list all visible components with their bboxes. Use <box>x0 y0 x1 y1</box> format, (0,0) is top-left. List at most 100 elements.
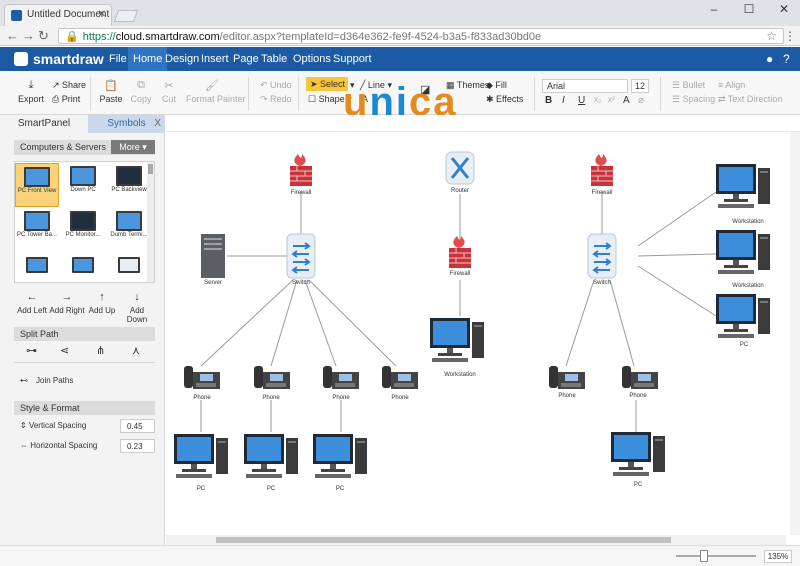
symbol-pc-tower-base[interactable]: PC Tower Ba... <box>15 208 59 252</box>
font-size-input[interactable]: 12 <box>631 79 649 93</box>
join-paths-button[interactable]: ⊷Join Paths <box>20 376 73 385</box>
print-button[interactable]: ⎙ Print <box>52 94 80 105</box>
underline-button[interactable]: U <box>578 95 586 106</box>
subscript-icon[interactable]: x₂ <box>594 95 602 104</box>
add-right-button[interactable]: →Add Right <box>49 291 85 315</box>
vertical-spacing-input[interactable]: 0.45 <box>120 419 155 433</box>
horizontal-scrollbar[interactable] <box>166 535 786 545</box>
phone-4[interactable] <box>382 366 418 389</box>
edit-shape-icon[interactable]: ◪ <box>420 84 431 96</box>
cut-button[interactable]: ✂Cut <box>156 79 182 104</box>
copy-button[interactable]: ⧉Copy <box>128 79 154 104</box>
phone-1[interactable] <box>184 366 220 389</box>
effects-button[interactable]: ✱ Effects <box>486 94 523 105</box>
italic-button[interactable]: I <box>562 95 565 106</box>
split-path-branch-icon[interactable]: ⋖ <box>60 345 70 357</box>
menu-page[interactable]: Page <box>233 53 259 65</box>
symbol-laptop[interactable] <box>15 254 59 282</box>
split-path-tree-icon[interactable]: ⋔ <box>96 345 106 357</box>
split-path-left-icon[interactable]: ⊶ <box>26 345 37 357</box>
shape-button[interactable]: ☐ Shape ▾ <box>308 94 352 104</box>
pc-bottom-4[interactable] <box>611 432 665 476</box>
menu-table[interactable]: Table <box>261 53 288 65</box>
browser-menu-icon[interactable]: ⋮ <box>784 29 796 43</box>
text-direction-button[interactable]: ⇄ Text Direction <box>718 94 782 105</box>
phone-2[interactable] <box>254 366 290 389</box>
zoom-level[interactable]: 135% <box>764 550 792 563</box>
bold-button[interactable]: B <box>545 95 553 106</box>
superscript-icon[interactable]: x² <box>608 95 615 104</box>
line-button[interactable]: ╱ Line ▾ <box>360 80 392 90</box>
menu-support[interactable]: Support <box>333 53 372 65</box>
paste-button[interactable]: 📋Paste <box>98 79 124 104</box>
window-close-icon[interactable]: ✕ <box>778 2 790 16</box>
new-tab-button[interactable] <box>113 10 139 22</box>
bullet-button[interactable]: ☰ Bullet <box>672 80 705 91</box>
workstation-center[interactable] <box>430 318 484 362</box>
split-path-down-icon[interactable]: ⋏ <box>132 345 141 357</box>
symbol-pc-flat[interactable] <box>61 254 105 282</box>
router[interactable] <box>445 151 475 185</box>
spacing-button[interactable]: ☰ Spacing <box>672 94 715 105</box>
pc-bottom-2[interactable] <box>244 434 298 478</box>
reload-icon[interactable]: ↻ <box>38 28 49 43</box>
browser-tab[interactable]: Untitled Document — Sm ✕ <box>4 4 112 26</box>
workstation-right-1[interactable] <box>716 164 770 208</box>
symbol-monitor-white[interactable] <box>107 254 151 282</box>
help-icon[interactable]: ? <box>783 52 790 66</box>
switch-1[interactable] <box>286 233 316 279</box>
zoom-slider-thumb[interactable] <box>700 550 708 562</box>
drawing-canvas[interactable]: Firewall Firewall Firewall Router Switch… <box>166 132 800 542</box>
symbol-dumb-terminal[interactable]: Dumb Termi... <box>107 208 151 252</box>
symbol-pc-backview[interactable]: PC Backview <box>107 163 151 207</box>
palette-icon[interactable]: ● <box>766 52 774 66</box>
firewall-2[interactable] <box>448 235 472 269</box>
scroll-thumb[interactable] <box>148 164 153 174</box>
more-button[interactable]: More ▾ <box>111 140 155 154</box>
workstation-right-2[interactable] <box>716 230 770 274</box>
phone-5[interactable] <box>549 366 585 389</box>
font-color-button[interactable]: A <box>623 95 630 106</box>
forward-icon[interactable]: → <box>22 28 35 43</box>
switch-2[interactable] <box>587 233 617 279</box>
pc-bottom-3[interactable] <box>313 434 367 478</box>
menu-file[interactable]: File <box>109 53 127 65</box>
network-diagram[interactable]: Firewall Firewall Firewall Router Switch… <box>166 132 800 542</box>
maximize-icon[interactable]: ☐ <box>743 2 755 16</box>
clear-format-icon[interactable]: ⌀ <box>638 95 645 106</box>
add-up-button[interactable]: ↑Add Up <box>84 291 120 315</box>
symbol-scrollbar[interactable] <box>147 162 154 282</box>
url-input[interactable]: 🔒https://cloud.smartdraw.com/editor.aspx… <box>58 28 784 44</box>
text-button[interactable]: A <box>362 94 368 104</box>
panel-close-icon[interactable]: X <box>154 118 161 129</box>
font-select[interactable]: Arial <box>542 79 628 93</box>
zoom-slider-track[interactable] <box>676 555 756 557</box>
add-down-button[interactable]: ↓Add Down <box>119 291 155 324</box>
select-dropdown-icon[interactable]: ▾ <box>350 80 355 90</box>
symbol-pc-front-view[interactable]: PC Front View <box>15 163 59 207</box>
undo-button[interactable]: ↶ Undo <box>260 80 292 91</box>
select-button[interactable]: ➤ Select <box>306 77 348 91</box>
align-button[interactable]: ≡ Align <box>718 80 745 90</box>
export-button[interactable]: ⤓Export <box>18 79 44 104</box>
symbol-pc-monitor[interactable]: PC Monitor... <box>61 208 105 252</box>
symbol-down-pc[interactable]: Down PC <box>61 163 105 207</box>
phone-6[interactable] <box>622 366 658 389</box>
themes-button[interactable]: ▦ Themes <box>446 80 489 91</box>
vertical-scrollbar[interactable] <box>790 132 800 535</box>
firewall-1[interactable] <box>289 153 313 187</box>
menu-insert[interactable]: Insert <box>201 53 229 65</box>
horizontal-spacing-input[interactable]: 0.23 <box>120 439 155 453</box>
menu-design[interactable]: Design <box>165 53 200 65</box>
firewall-3[interactable] <box>590 153 614 187</box>
minimize-icon[interactable]: – <box>710 2 718 16</box>
add-left-button[interactable]: ←Add Left <box>14 291 50 315</box>
star-icon[interactable]: ☆ <box>766 29 777 43</box>
redo-button[interactable]: ↷ Redo <box>260 94 292 105</box>
tab-smartpanel[interactable]: SmartPanel <box>0 115 88 133</box>
close-icon[interactable]: ✕ <box>97 9 106 20</box>
phone-3[interactable] <box>323 366 359 389</box>
pc-right[interactable] <box>716 294 770 338</box>
server[interactable] <box>201 234 225 278</box>
